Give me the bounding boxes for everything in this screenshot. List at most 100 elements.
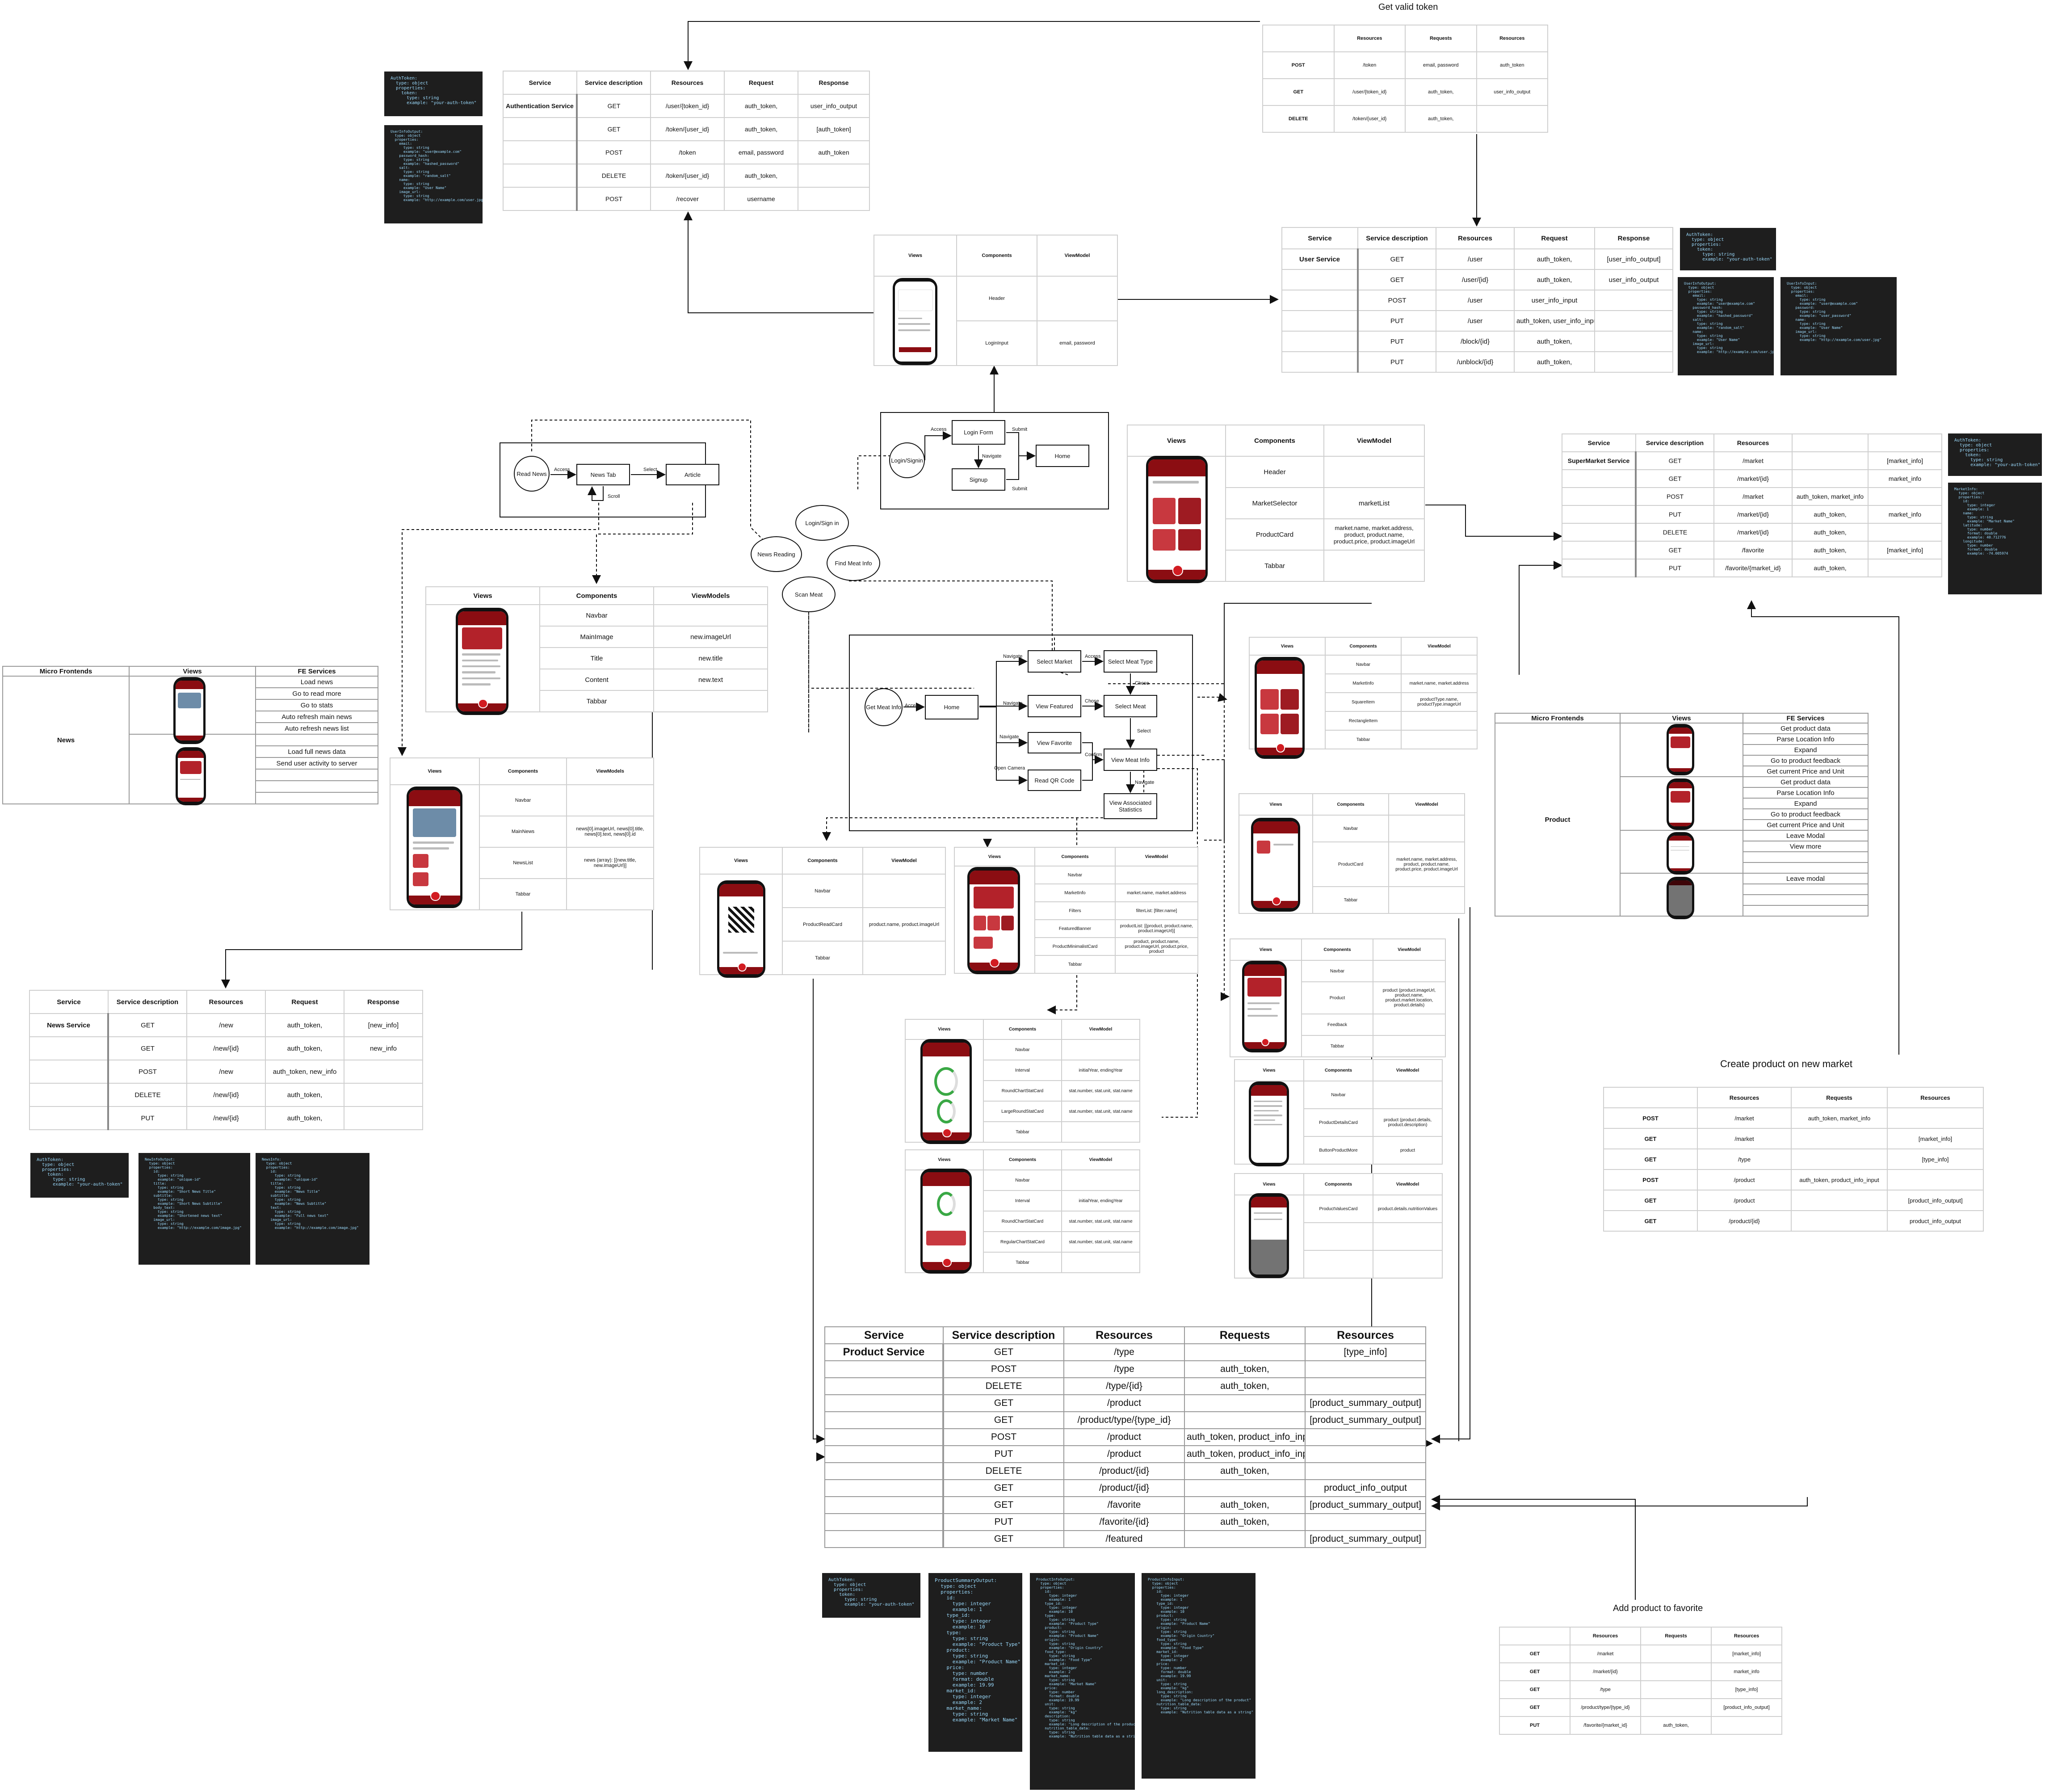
- table-cell: auth_token,: [724, 94, 798, 118]
- table-row: Go to read more: [3, 687, 378, 700]
- table-cell: [862, 941, 946, 975]
- table-row: GET/product/type/{type_id}[product_info_…: [1499, 1698, 1782, 1717]
- select-meat-type-node[interactable]: Select Meat Type: [1104, 650, 1157, 673]
- table-cell: stat.number, stat.unit, stat.name: [1061, 1101, 1140, 1122]
- table-cell: Go to product feedback: [1743, 755, 1869, 766]
- select-meat-node[interactable]: Select Meat: [1104, 695, 1157, 717]
- table-cell: [566, 784, 654, 816]
- mockup-shape: [1172, 565, 1184, 576]
- table-row: PUT/favorite/{market_id}auth_token,: [1499, 1716, 1782, 1735]
- table-cell: /market: [1713, 487, 1793, 506]
- table-header-cell: FE Services: [255, 666, 378, 677]
- table-cell: POST: [576, 187, 651, 211]
- view-meat-info-node[interactable]: View Meat Info: [1104, 749, 1157, 771]
- table-cell: SquareItem: [1325, 692, 1402, 712]
- mockup-shape: [1260, 713, 1279, 735]
- table-header-cell: ViewModel: [1115, 847, 1198, 867]
- table-header-cell: Resources: [1713, 433, 1793, 452]
- table-cell: [824, 1360, 944, 1378]
- table-cell: GET: [1603, 1148, 1698, 1170]
- table-cell: /token/{user_id}: [650, 164, 725, 188]
- find-meat-bubble[interactable]: Find Meat Info: [827, 545, 880, 581]
- table-cell: [255, 780, 378, 793]
- table-cell: [product_summary_output]: [1305, 1530, 1426, 1548]
- scan-meat-bubble[interactable]: Scan Meat: [782, 576, 836, 612]
- login-home-node[interactable]: Home: [1036, 445, 1089, 467]
- table-cell: /new/{id}: [186, 1106, 266, 1130]
- table-cell: /new: [186, 1060, 266, 1084]
- table-cell: /product: [1697, 1169, 1792, 1190]
- mockup-shape: [1254, 1100, 1283, 1102]
- mockup-shape: [1669, 836, 1692, 841]
- table-cell: auth_token,: [1184, 1496, 1306, 1514]
- get-meat-info-node[interactable]: Get Meat Info: [865, 688, 903, 726]
- table-cell: auth_token, market_info: [1791, 1107, 1888, 1129]
- table-header-cell: Request: [724, 71, 798, 95]
- view-featured-node[interactable]: View Featured: [1028, 695, 1081, 717]
- table-header-cell: [1868, 433, 1942, 452]
- meat-home-node[interactable]: Home: [925, 695, 978, 719]
- mockup-shape: [176, 681, 203, 689]
- meat-navigate-label-1: Navigate: [1003, 654, 1023, 659]
- product-mf-phone-3: [1667, 832, 1694, 875]
- table-cell: /market: [1697, 1107, 1792, 1129]
- login-form-node[interactable]: Login Form: [952, 420, 1005, 445]
- table-cell: Header: [1225, 456, 1324, 488]
- view-favorite-node[interactable]: View Favorite: [1028, 732, 1081, 753]
- table-header-cell: Components: [1325, 637, 1402, 656]
- mockup-shape: [1669, 836, 1692, 871]
- view-stats-node[interactable]: View Associated Statistics: [1104, 793, 1157, 819]
- table-cell: market.name, market.address, product, pr…: [1388, 841, 1465, 887]
- table-header-cell: Requests: [1791, 1087, 1888, 1108]
- article-node[interactable]: Article: [666, 464, 719, 485]
- table-cell: [566, 878, 654, 910]
- news-access-label: Access: [554, 467, 570, 472]
- read-qr-node[interactable]: Read QR Code: [1028, 770, 1081, 791]
- table-row: Tabbar: [426, 690, 768, 712]
- login-sign-in-bubble[interactable]: Login/Sign in: [795, 505, 849, 541]
- table-cell: market.name, market.address, product, pr…: [1323, 518, 1425, 551]
- table-header-cell: [1499, 1627, 1570, 1645]
- product-summary-schema: ProductSummaryOutput: type: object prope…: [928, 1573, 1022, 1752]
- mockup-shape: [1253, 821, 1298, 834]
- mockup-shape: [1272, 896, 1281, 906]
- table-header-cell: ViewModel: [1373, 1059, 1443, 1081]
- read-news-node[interactable]: Read News: [514, 456, 550, 492]
- table-cell: [824, 1394, 944, 1412]
- select-market-node[interactable]: Select Market: [1028, 650, 1081, 673]
- signup-node[interactable]: Signup: [952, 468, 1005, 491]
- table-header-cell: Components: [479, 757, 567, 785]
- table-row: DELETE/type/{id}auth_token,: [824, 1377, 1426, 1395]
- login-signin-bubble[interactable]: Login/Signin: [889, 442, 925, 478]
- table-cell: GET: [1499, 1698, 1570, 1717]
- table-row: [1495, 883, 1869, 895]
- table-cell: NewsList: [479, 847, 567, 879]
- table-cell: LargeRoundStatCard: [983, 1101, 1062, 1122]
- table-cell: email, password: [1405, 51, 1477, 79]
- mockup-shape: [1257, 660, 1302, 755]
- table-cell: PUT: [1357, 310, 1436, 332]
- table-cell: ProductValuesCard: [1303, 1195, 1373, 1223]
- table-cell: initialYear, endingYear: [1061, 1190, 1140, 1211]
- mockup-shape: [1153, 498, 1176, 525]
- news-tab-node[interactable]: News Tab: [576, 464, 630, 485]
- table-header-cell: Service: [1562, 433, 1636, 452]
- mockup-shape: [1251, 1239, 1287, 1275]
- create-product-title: Create product on new market: [1720, 1058, 1852, 1069]
- table-cell: auth_token,: [1514, 351, 1595, 373]
- table-cell: productList: [{product, product.name, pr…: [1115, 919, 1198, 938]
- news-reading-bubble[interactable]: News Reading: [751, 536, 802, 572]
- table-cell: View more: [1743, 841, 1869, 852]
